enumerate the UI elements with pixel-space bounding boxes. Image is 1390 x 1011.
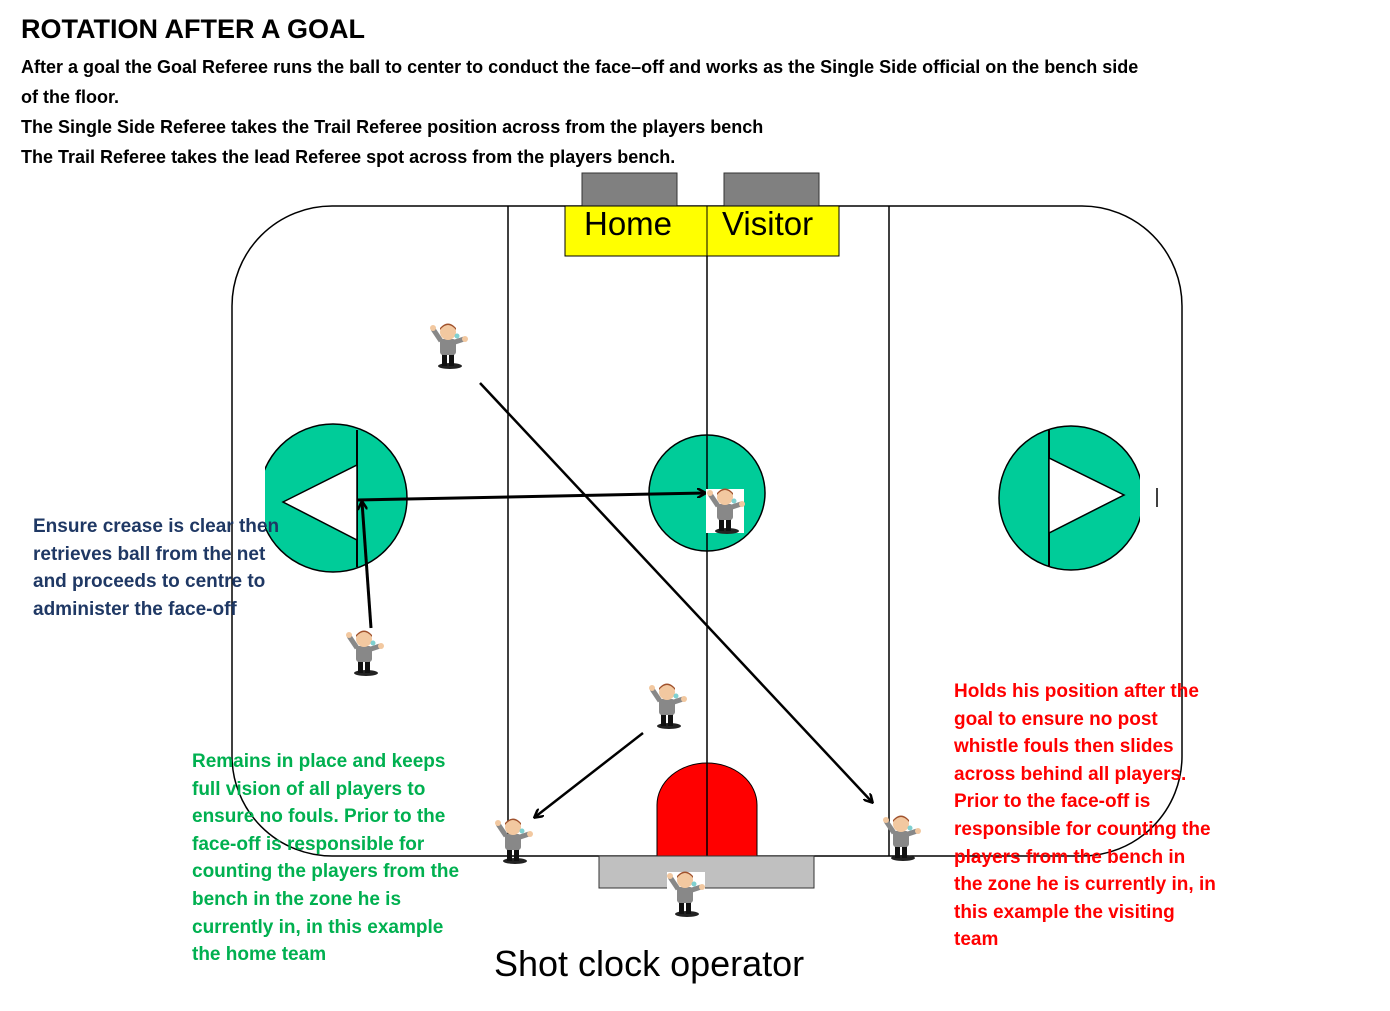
note-line: bench in the zone he is — [192, 888, 402, 910]
intro-line: of the floor. — [21, 87, 119, 107]
note-line: counting the players from the — [192, 861, 460, 883]
shot-clock-operator-label: Shot clock operator — [494, 943, 805, 984]
note-line: retrieves ball from the net — [33, 543, 266, 565]
note-line: full vision of all players to — [192, 778, 426, 800]
referee-icon — [430, 324, 468, 370]
note-line: and proceeds to centre to — [33, 571, 266, 593]
home-label: Home — [584, 205, 672, 242]
note-line: players from the bench in — [954, 846, 1186, 868]
note-line: the zone he is currently in, in — [954, 874, 1216, 896]
note-line: responsible for counting the — [954, 818, 1211, 840]
single-side-note: Remains in place and keeps full vision o… — [192, 748, 459, 969]
trail-referee-note: Holds his position after the goal to ens… — [954, 678, 1216, 954]
note-line: Ensure crease is clear then — [33, 516, 280, 537]
intro-line: The Trail Referee takes the lead Referee… — [21, 147, 676, 167]
arrow-trail-to-lead — [479, 382, 872, 802]
visitor-label: Visitor — [722, 205, 813, 242]
arrow-net-to-center — [356, 493, 705, 502]
visitor-bench — [723, 172, 820, 207]
note-line: this example the visiting — [954, 901, 1175, 923]
note-line: Prior to the face-off is — [954, 791, 1151, 813]
referee-icon — [346, 631, 384, 677]
note-line: team — [954, 929, 999, 951]
intro-line: The Single Side Referee takes the Trail … — [21, 117, 764, 137]
note-line: Holds his position after the — [954, 681, 1199, 702]
bench-label-box — [564, 205, 840, 257]
arrow-single-side-to-trail — [535, 732, 644, 817]
right-goal — [1048, 456, 1126, 535]
intro-line: After a goal the Goal Referee runs the b… — [21, 57, 1139, 77]
note-line: currently in, in this example — [192, 916, 444, 938]
note-line: face-off is responsible for — [192, 833, 425, 855]
note-line: ensure no fouls. Prior to the — [192, 806, 446, 828]
note-line: the home team — [192, 944, 327, 966]
note-line: goal to ensure no post — [954, 708, 1158, 730]
home-bench — [581, 172, 678, 207]
note-line: whistle fouls then slides — [954, 736, 1174, 758]
goal-referee-note: Ensure crease is clear then retrieves ba… — [33, 513, 279, 623]
referee-icon — [649, 684, 687, 730]
note-line: administer the face-off — [33, 598, 237, 620]
scorer-table — [598, 855, 815, 889]
arrow-goal-ref-to-net — [362, 502, 373, 629]
note-line: across behind all players. — [954, 763, 1187, 785]
page-title: ROTATION AFTER A GOAL — [21, 14, 365, 44]
note-line: Remains in place and keeps — [192, 751, 446, 772]
referee-icon — [495, 819, 533, 865]
